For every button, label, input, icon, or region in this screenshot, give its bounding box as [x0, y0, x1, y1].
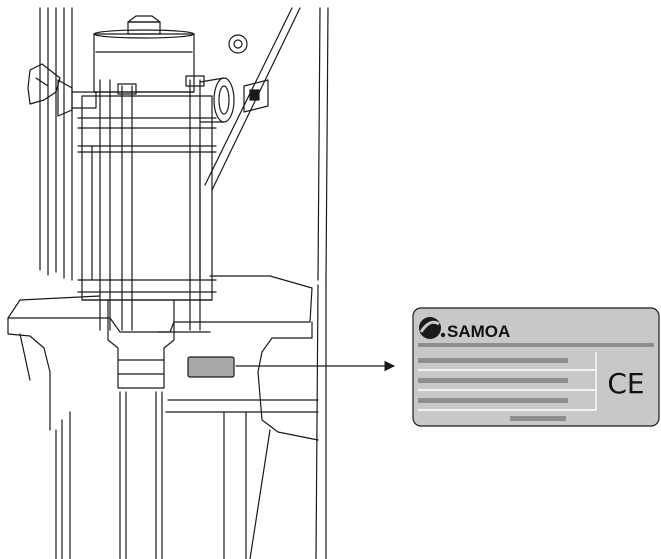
nameplate-field-line-2 — [418, 378, 568, 383]
tie-rods — [99, 75, 205, 331]
side-port — [199, 77, 235, 123]
nameplate-location-slot — [187, 356, 235, 378]
pump-tube — [107, 299, 175, 559]
mounting-tray — [7, 275, 319, 559]
ce-mark: CE — [607, 367, 644, 400]
wall-bracket-plate — [243, 79, 269, 113]
nameplate-field-line-3 — [418, 398, 568, 403]
frame-panel — [39, 7, 329, 559]
nameplate: SAMOA CE — [412, 307, 660, 427]
samoa-logo-icon — [419, 317, 446, 339]
air-motor-body — [77, 95, 217, 301]
motor-top-cap — [93, 15, 195, 93]
nameplate-brand: SAMOA — [447, 322, 510, 341]
air-inlet-fitting — [27, 63, 97, 117]
nameplate-field-line-4 — [510, 416, 566, 421]
nameplate-header-bar — [418, 343, 654, 347]
vent-nut — [228, 34, 248, 54]
nameplate-grid — [418, 352, 597, 411]
nameplate-field-line-1 — [418, 358, 568, 363]
